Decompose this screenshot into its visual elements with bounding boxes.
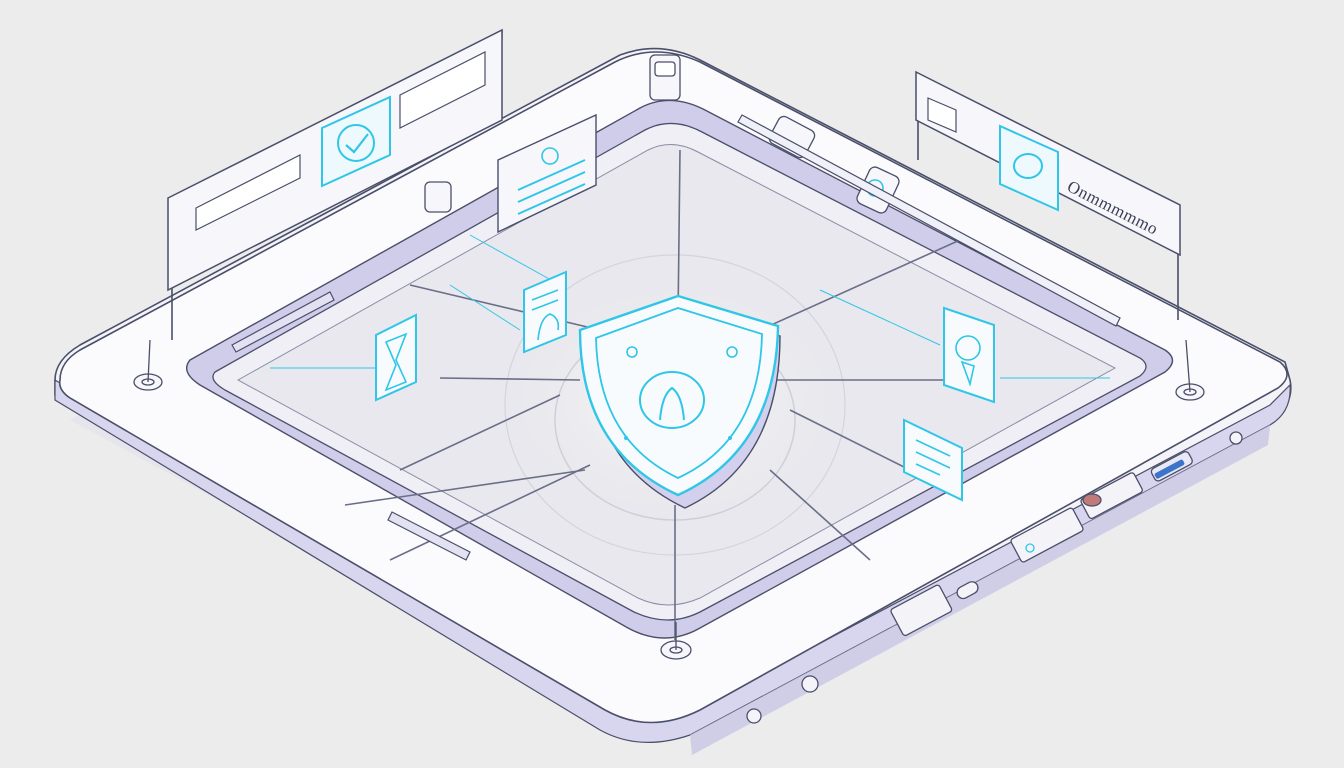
message-card-icon [903, 418, 963, 502]
network-spokes [270, 149, 1110, 640]
fingerprint-card-icon [523, 270, 567, 354]
keyhole-card-icon [943, 306, 995, 404]
checkmark-badge-icon [337, 124, 375, 162]
hourglass-card-icon [375, 313, 417, 402]
corner-posts [133, 339, 1205, 660]
right-display-panel [915, 70, 1181, 320]
document-panel-icon [497, 113, 597, 234]
rim-slots [231, 114, 1121, 561]
left-display-panel [167, 28, 503, 340]
device-ports [746, 431, 1243, 724]
shield-lock-icon [578, 294, 781, 509]
